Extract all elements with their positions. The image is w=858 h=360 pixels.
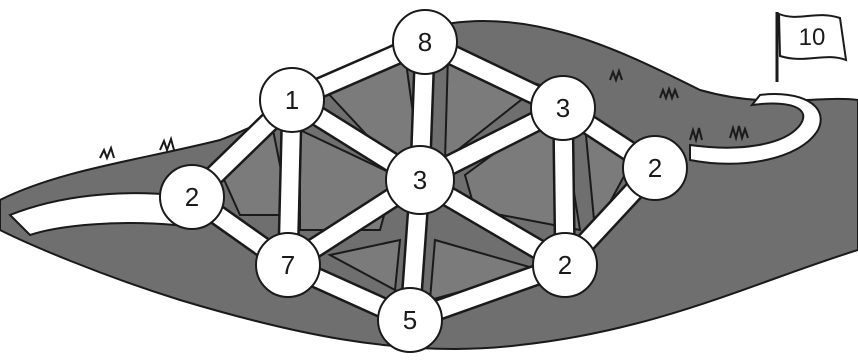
node-label: 3 <box>413 165 427 195</box>
node-label: 8 <box>418 27 432 57</box>
maze-node-top: 8 <box>393 10 457 74</box>
maze-node-right: 2 <box>623 136 687 200</box>
node-label: 2 <box>185 182 199 212</box>
node-label: 5 <box>403 305 417 335</box>
maze-node-left: 2 <box>160 165 224 229</box>
maze-node-upper-right: 3 <box>531 76 595 140</box>
node-label: 1 <box>285 85 299 115</box>
maze-node-lower-right: 2 <box>533 233 597 297</box>
maze-node-upper-left: 1 <box>260 68 324 132</box>
maze-node-bottom: 5 <box>378 288 442 352</box>
goal-flag: 10 <box>777 12 846 82</box>
flag-label: 10 <box>799 24 826 51</box>
node-label: 3 <box>556 93 570 123</box>
node-label: 2 <box>558 250 572 280</box>
maze-node-lower-left: 7 <box>256 233 320 297</box>
maze-node-center: 3 <box>386 146 454 214</box>
node-label: 2 <box>648 153 662 183</box>
node-label: 7 <box>281 250 295 280</box>
